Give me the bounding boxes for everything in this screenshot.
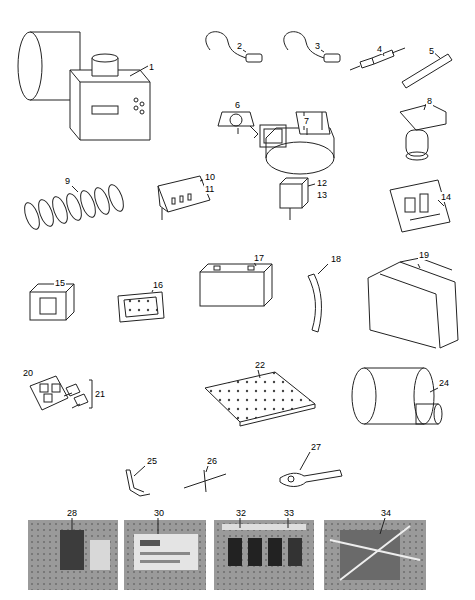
callout-number: 26	[206, 456, 218, 466]
callout-number: 20	[22, 368, 34, 378]
spiral-coil	[22, 201, 43, 231]
callout-number: 5	[428, 46, 435, 56]
callout-number: 1	[148, 62, 155, 72]
spiral-coil	[78, 189, 99, 219]
callout-number: 14	[440, 192, 452, 202]
spiral-coil	[64, 192, 85, 222]
spiral-coil	[92, 186, 113, 216]
callout-number: 4	[376, 44, 383, 54]
callout-number: 13	[316, 190, 328, 200]
callout-number: 7	[303, 116, 310, 126]
feed-spiral	[22, 183, 127, 231]
battery	[200, 262, 272, 306]
callout-number: 9	[64, 176, 71, 186]
callout-number: 33	[283, 508, 295, 518]
spiral-coil	[50, 195, 71, 225]
sensor-cable	[206, 32, 340, 62]
callout-number: 22	[254, 360, 266, 370]
callout-number: 17	[253, 253, 265, 263]
blower-fan	[260, 112, 334, 174]
callout-number: 18	[330, 254, 342, 264]
callout-number: 19	[418, 250, 430, 260]
spiral-coil	[106, 183, 127, 213]
display	[118, 288, 164, 322]
pin	[184, 466, 226, 492]
burner-tube	[352, 368, 442, 424]
callout-number: 16	[152, 280, 164, 290]
burner-unit	[18, 32, 150, 140]
callout-number: 28	[66, 508, 78, 518]
photo-panels	[28, 520, 426, 590]
callout-number: 32	[235, 508, 247, 518]
relay	[280, 178, 315, 220]
callout-number: 25	[146, 456, 158, 466]
thermostat	[218, 112, 258, 138]
spiral-coil	[36, 198, 57, 228]
callout-number: 27	[310, 442, 322, 452]
callout-number: 15	[54, 278, 66, 288]
transformer	[30, 284, 74, 320]
perforated-plate	[205, 370, 315, 426]
callout-number: 30	[153, 508, 165, 518]
callout-number: 6	[234, 100, 241, 110]
callout-number: 34	[380, 508, 392, 518]
switch-plate	[30, 376, 68, 410]
cable-lug	[280, 452, 342, 487]
cover	[368, 258, 458, 348]
rod	[402, 49, 452, 88]
control-module	[158, 176, 210, 220]
flexible-tube	[308, 264, 328, 332]
callout-number: 12	[316, 178, 328, 188]
callout-number: 24	[438, 378, 450, 388]
circuit-board	[390, 180, 450, 232]
callout-number: 3	[314, 41, 321, 51]
callout-number: 21	[94, 389, 106, 399]
callout-number: 2	[236, 41, 243, 51]
callout-number: 10	[204, 172, 216, 182]
switch-pair	[64, 380, 92, 408]
feed-motor	[400, 104, 446, 160]
callout-number: 11	[204, 184, 215, 194]
callout-number: 8	[426, 96, 433, 106]
bracket	[126, 466, 150, 496]
